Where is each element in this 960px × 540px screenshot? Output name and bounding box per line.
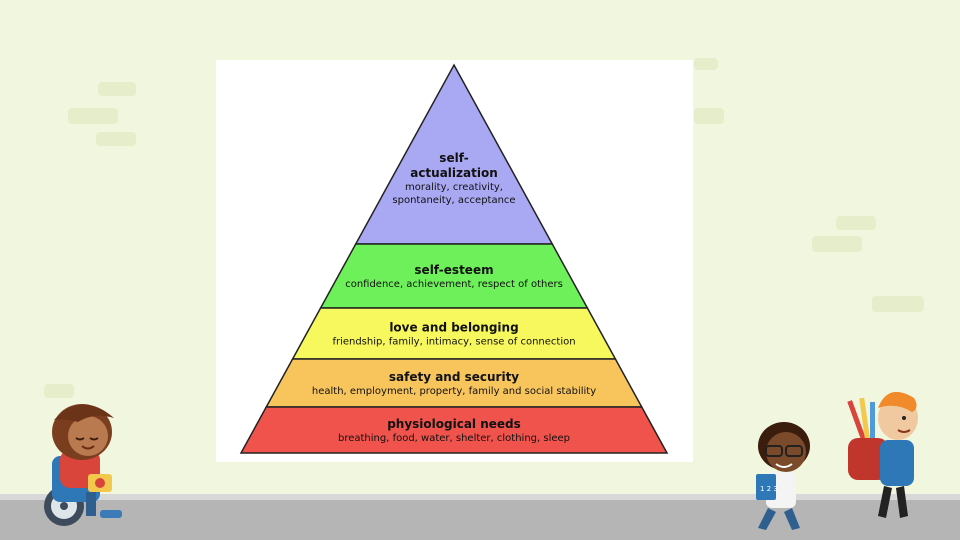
pyramid-level-title: self- (439, 151, 468, 165)
background-brick (98, 82, 136, 96)
pyramid-panel: self-actualization morality, creativity, s… (216, 60, 693, 462)
background-brick (96, 132, 136, 146)
background-brick (68, 108, 118, 124)
pyramid-diagram: self-actualization morality, creativity, s… (239, 63, 669, 454)
svg-text:1 2 3: 1 2 3 (760, 485, 778, 493)
boy-with-backpack-illustration (847, 391, 918, 518)
background-brick (812, 236, 862, 252)
pyramid-level-title: safety and security (389, 370, 519, 384)
pyramid-level-description: confidence, achievement, respect of othe… (345, 279, 563, 290)
background-brick (44, 384, 74, 398)
pyramid-level-title: love and belonging (389, 321, 518, 335)
pyramid-level-description: morality, creativity, (405, 182, 503, 193)
background-brick (694, 58, 718, 70)
pyramid-level-description: friendship, family, intimacy, sense of c… (332, 337, 575, 348)
pyramid-level-title: physiological needs (387, 417, 521, 431)
pyramid-level-description: breathing, food, water, shelter, clothin… (338, 433, 570, 444)
pyramid-level-title: actualization (410, 166, 498, 180)
pyramid-level-description: spontaneity, acceptance (392, 195, 515, 206)
sidewalk-curb (0, 494, 960, 500)
background-brick (836, 216, 876, 230)
pyramid-level-title: self-esteem (414, 263, 493, 277)
pyramid-level-description: health, employment, property, family and… (312, 386, 596, 397)
pyramid-level-physiological-needs (239, 406, 669, 454)
background-brick (872, 296, 924, 312)
boy-with-book-illustration: 1 2 3 (756, 422, 810, 530)
background-brick (694, 108, 724, 124)
girl-in-wheelchair-illustration (44, 404, 122, 526)
sidewalk (0, 494, 960, 540)
